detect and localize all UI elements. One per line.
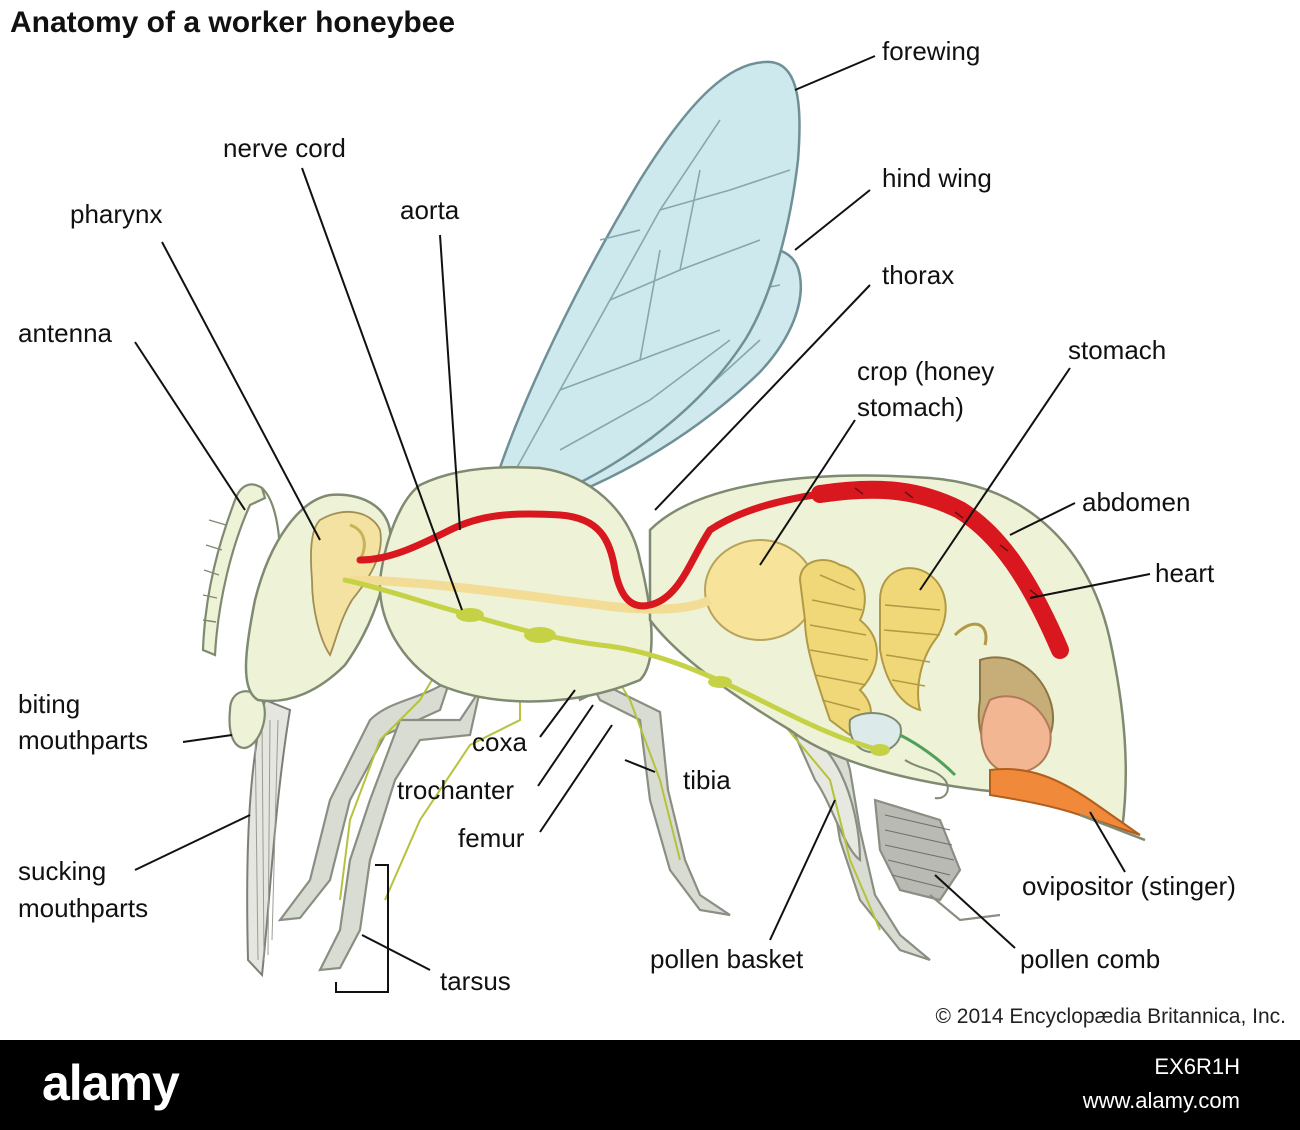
- label-sucking-line1: sucking: [18, 856, 107, 886]
- sucking-mouthparts: [246, 698, 292, 978]
- stomach-coils: [798, 559, 947, 737]
- front-leg: [277, 677, 453, 922]
- biting-mouthparts: [228, 690, 266, 750]
- label-tarsus: tarsus: [440, 966, 511, 996]
- alamy-logo: alamy: [42, 1055, 180, 1111]
- crop: [704, 539, 816, 641]
- image-id: EX6R1H: [1154, 1054, 1240, 1079]
- label-heart: heart: [1155, 558, 1215, 588]
- label-pharynx: pharynx: [70, 199, 163, 229]
- heart: [811, 480, 1069, 659]
- label-pollen-comb: pollen comb: [1020, 944, 1161, 974]
- pollen-comb: [873, 798, 962, 902]
- label-ovipositor: ovipositor (stinger): [1022, 871, 1236, 901]
- honeybee-diagram: [134, 55, 1151, 993]
- label-nerve-cord: nerve cord: [223, 133, 346, 163]
- leader-lines: [134, 55, 1151, 993]
- label-aorta: aorta: [400, 195, 460, 225]
- label-trochanter: trochanter: [397, 775, 515, 805]
- label-femur: femur: [458, 823, 525, 853]
- forewing: [488, 60, 801, 511]
- aorta-heart: [356, 480, 1069, 659]
- nerve-ganglia: [456, 608, 890, 756]
- copyright-notice: © 2014 Encyclopædia Britannica, Inc.: [935, 1005, 1287, 1028]
- site-url: www.alamy.com: [1082, 1088, 1240, 1113]
- label-abdomen: abdomen: [1082, 487, 1191, 517]
- front-leg-2: [318, 689, 482, 972]
- heart-ostia: [854, 487, 1039, 597]
- label-crop-line2: stomach): [857, 392, 964, 422]
- watermark-footer: alamy EX6R1H www.alamy.com: [0, 1040, 1300, 1130]
- ovipositor-stinger: [989, 768, 1146, 842]
- aorta: [356, 490, 824, 610]
- label-crop-line1: crop (honey: [857, 356, 995, 386]
- label-forewing: forewing: [882, 36, 981, 66]
- label-coxa: coxa: [472, 727, 527, 757]
- pharynx: [310, 511, 382, 657]
- image-info: EX6R1H www.alamy.com: [1083, 1050, 1240, 1118]
- diagram-title: Anatomy of a worker honeybee: [10, 6, 456, 39]
- label-biting-line2: mouthparts: [18, 725, 149, 755]
- label-stomach: stomach: [1068, 335, 1167, 365]
- label-tibia: tibia: [683, 765, 731, 795]
- label-thorax: thorax: [882, 260, 955, 290]
- label-biting-line1: biting: [18, 689, 81, 719]
- label-pollen-basket: pollen basket: [650, 944, 804, 974]
- hindgut: [953, 622, 1055, 774]
- label-hind-wing: hind wing: [882, 163, 992, 193]
- pollen-comb-texture: [884, 814, 955, 889]
- esophagus: [349, 575, 713, 614]
- label-antenna: antenna: [18, 318, 112, 348]
- label-sucking-line2: mouthparts: [18, 893, 149, 923]
- nerve-cord: [342, 577, 883, 753]
